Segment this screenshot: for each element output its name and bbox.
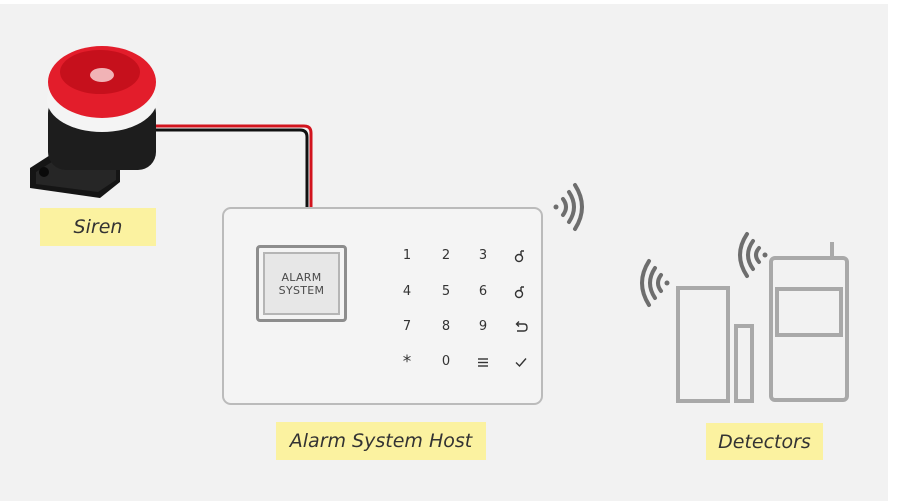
siren-wire bbox=[150, 124, 313, 208]
key-7[interactable]: 7 bbox=[402, 319, 412, 334]
key-star[interactable]: * bbox=[402, 352, 412, 372]
motion-detector-icon bbox=[769, 242, 849, 402]
detector-signal-icon bbox=[640, 259, 670, 307]
key-2[interactable]: 2 bbox=[441, 248, 451, 263]
alarm-host-label: Alarm System Host bbox=[276, 422, 486, 460]
key-icon-2[interactable] bbox=[509, 282, 533, 302]
wireless-signal-icon bbox=[553, 183, 584, 231]
key-9[interactable]: 9 bbox=[478, 319, 488, 334]
detector-signal-icon-2 bbox=[738, 232, 768, 278]
key-icon[interactable] bbox=[509, 246, 533, 266]
check-icon[interactable] bbox=[509, 352, 533, 372]
back-arrow-icon[interactable] bbox=[509, 317, 533, 337]
key-5[interactable]: 5 bbox=[441, 284, 451, 299]
siren-label: Siren bbox=[40, 208, 156, 246]
key-8[interactable]: 8 bbox=[441, 319, 451, 334]
key-4[interactable]: 4 bbox=[402, 284, 412, 299]
door-sensor-icon bbox=[676, 286, 754, 403]
siren-image bbox=[30, 46, 157, 198]
key-1[interactable]: 1 bbox=[402, 248, 412, 263]
display-line-1: ALARM bbox=[281, 270, 322, 284]
key-6[interactable]: 6 bbox=[478, 284, 488, 299]
key-3[interactable]: 3 bbox=[478, 248, 488, 263]
detectors-label: Detectors bbox=[706, 423, 823, 460]
menu-icon[interactable] bbox=[471, 352, 495, 372]
key-0[interactable]: 0 bbox=[441, 354, 451, 369]
display-line-2: SYSTEM bbox=[278, 283, 325, 297]
host-display: ALARM SYSTEM bbox=[256, 245, 347, 322]
